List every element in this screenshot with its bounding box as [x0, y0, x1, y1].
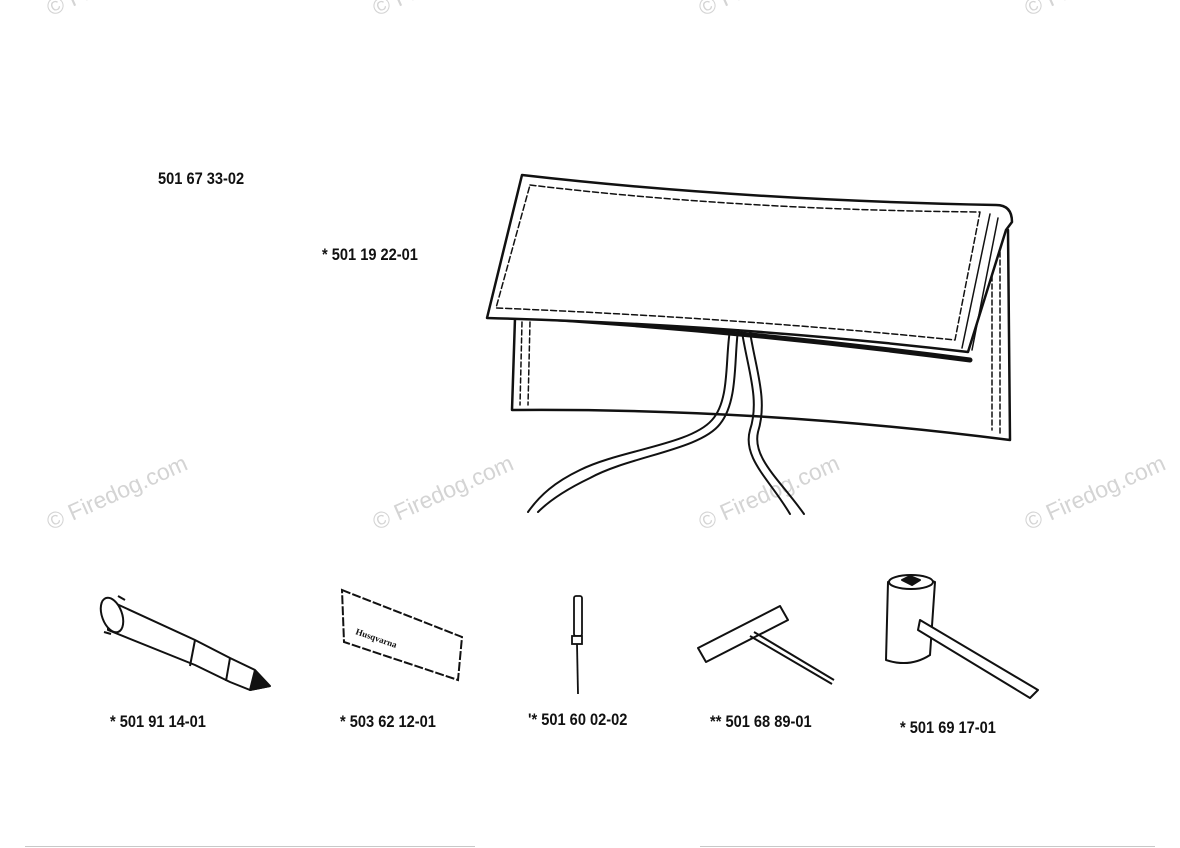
t-wrench-illustration: [697, 605, 835, 685]
file-holder-illustration: [99, 595, 271, 691]
watermark: © Firedog.com: [1021, 0, 1170, 22]
watermark: © Firedog.com: [695, 0, 844, 22]
watermark: © Firedog.com: [1020, 449, 1170, 535]
part-label-combination-wrench: * 501 69 17-01: [900, 718, 996, 737]
footer-divider: [25, 846, 475, 847]
screwdriver-illustration: [571, 595, 583, 695]
part-label-t-wrench: ** 501 68 89-01: [710, 712, 812, 731]
watermark: © Firedog.com: [42, 449, 192, 535]
watermark: © Firedog.com: [369, 0, 518, 22]
part-label-file-holder: * 501 91 14-01: [110, 712, 206, 731]
part-label-screwdriver: '* 501 60 02-02: [528, 710, 628, 729]
watermark: © Firedog.com: [43, 0, 192, 22]
kit-part-number: 501 67 33-02: [158, 169, 245, 188]
combination-wrench-illustration: [885, 574, 1039, 699]
part-label-bag: * 501 19 22-01: [322, 245, 418, 264]
label-tag-illustration: Husqvarna: [340, 588, 464, 682]
footer-divider: [700, 846, 1155, 847]
part-label-tag: * 503 62 12-01: [340, 712, 436, 731]
tool-bag-illustration: [485, 173, 1014, 515]
